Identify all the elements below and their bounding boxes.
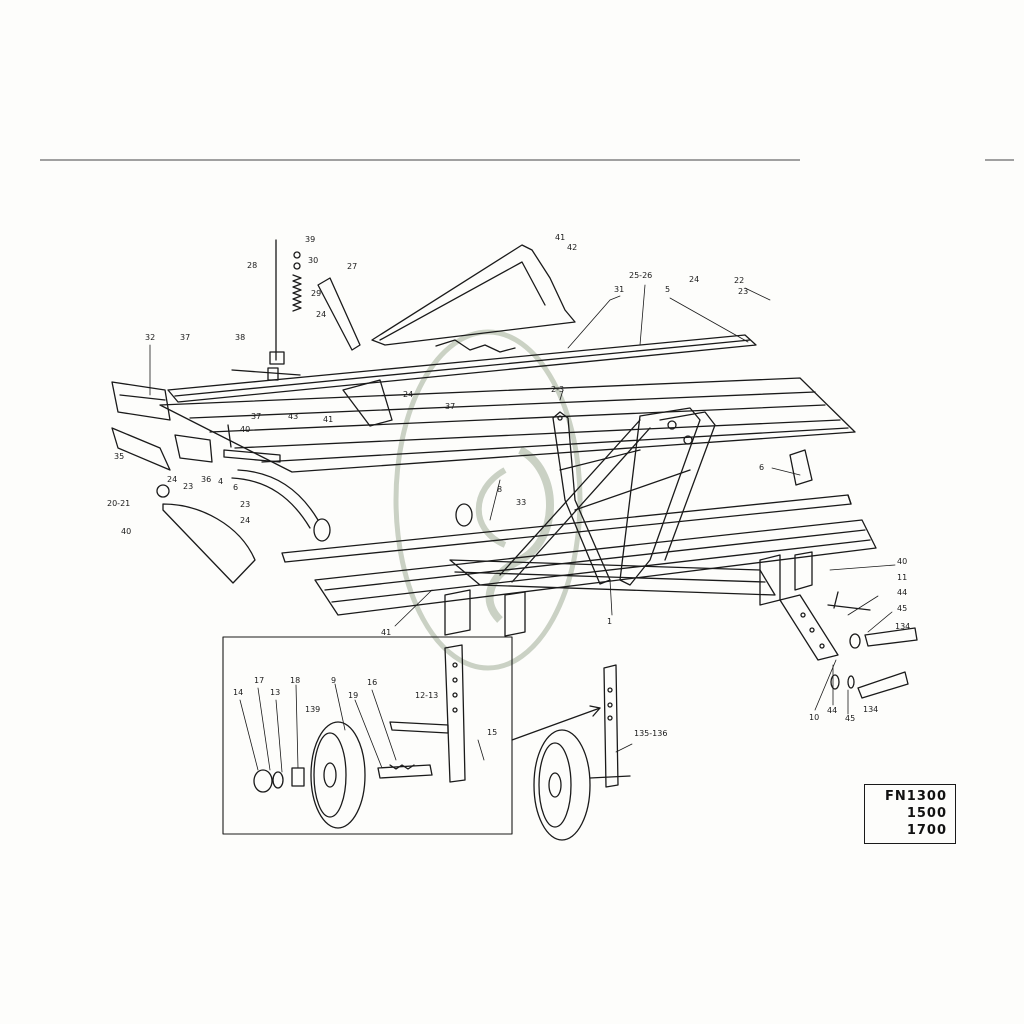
callout-25-26: 25-26 [629,271,653,280]
callout-37-lower: 37 [251,412,262,421]
callout-24-plate: 24 [240,516,251,525]
callout-17: 17 [254,676,265,685]
callout-6-left: 6 [233,483,239,492]
callout-10: 10 [809,713,820,722]
callout-43: 43 [288,412,299,421]
parts-linework [111,239,918,841]
callout-31: 31 [614,285,625,294]
callout-20-21: 20-21 [107,499,131,508]
callout-6-right: 6 [759,463,765,472]
model-fn1300: FN1300 [885,789,947,804]
callout-37-left: 37 [180,333,191,342]
callout-135-136: 135-136 [634,729,668,738]
callout-14: 14 [233,688,244,697]
model-number-box: FN1300 1500 1700 [864,784,956,844]
callout-42: 42 [567,243,578,252]
callout-29: 29 [311,289,322,298]
callout-38: 38 [235,333,246,342]
model-1500: 1500 [906,806,947,821]
callout-134-upper: 134 [895,622,911,631]
callout-40-right: 40 [897,557,908,566]
callout-23-left: 23 [183,482,194,491]
callout-35: 35 [114,452,125,461]
callout-23-right: 23 [738,287,749,296]
callout-41-top: 41 [555,233,566,242]
callout-45-lower: 45 [845,714,856,723]
callout-134-lower: 134 [863,705,879,714]
callout-12-13: 12-13 [415,691,439,700]
callout-33: 33 [516,498,527,507]
callout-30: 30 [308,256,319,265]
callout-16: 16 [367,678,378,687]
callout-24-center: 24 [403,390,414,399]
callout-139: 139 [305,705,321,714]
callout-15: 15 [487,728,498,737]
callout-32: 32 [145,333,156,342]
callout-37-center: 37 [445,402,456,411]
callout-44-lower: 44 [827,706,838,715]
callout-40-upper: 40 [240,425,251,434]
callout-2-3: 2-3 [551,385,565,394]
callout-22: 22 [734,276,745,285]
callout-11: 11 [897,573,908,582]
callout-8: 8 [497,485,503,494]
callout-24-right: 24 [689,275,700,284]
callout-44-right: 44 [897,588,908,597]
callout-41-mid: 41 [323,415,334,424]
callout-18: 18 [290,676,301,685]
callout-4: 4 [218,477,224,486]
callout-39: 39 [305,235,316,244]
callout-1: 1 [607,617,613,626]
callout-40-left: 40 [121,527,132,536]
callout-45-right: 45 [897,604,908,613]
callout-27: 27 [347,262,358,271]
callout-36: 36 [201,475,212,484]
callout-41-lower: 41 [381,628,392,637]
callout-28: 28 [247,261,258,270]
callout-24-left: 24 [167,475,178,484]
watermark-logo [393,329,583,671]
callout-5: 5 [665,285,671,294]
callout-9: 9 [331,676,337,685]
model-1700: 1700 [906,823,947,838]
callout-23-plate: 23 [240,500,251,509]
callout-24-lever: 24 [316,310,327,319]
callout-19: 19 [348,691,359,700]
callout-13: 13 [270,688,281,697]
